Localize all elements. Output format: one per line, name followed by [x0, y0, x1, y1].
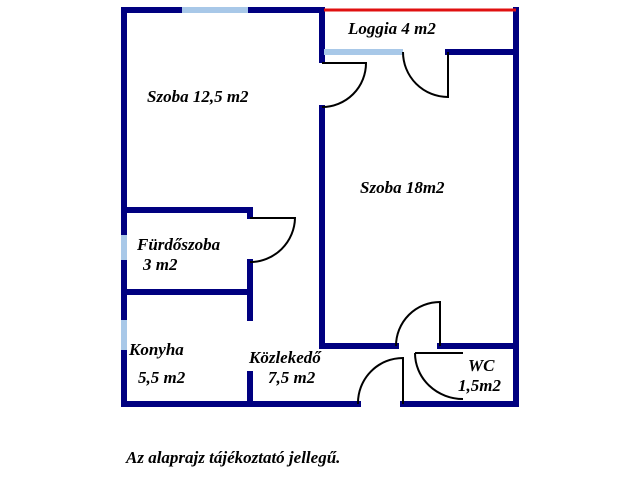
disclaimer-caption: Az alaprajz tájékoztató jellegű.: [125, 448, 340, 467]
room-area-kitchen: 5,5 m2: [138, 368, 186, 387]
room-label-szoba-large: Szoba 18m2: [360, 178, 445, 197]
room-area-hallway: 7,5 m2: [268, 368, 316, 387]
room-label-bathroom: Fürdőszoba: [136, 235, 221, 254]
walls: [121, 7, 519, 407]
room-label-wc: WC: [468, 356, 495, 375]
room-area-wc: 1,5m2: [458, 376, 501, 395]
room-label-szoba-small: Szoba 12,5 m2: [147, 87, 249, 106]
room-label-loggia: Loggia 4 m2: [347, 19, 436, 38]
windows: [121, 7, 403, 350]
room-area-bathroom: 3 m2: [142, 255, 178, 274]
doors: [249, 51, 464, 405]
room-label-kitchen: Konyha: [128, 340, 184, 359]
room-label-hallway: Közlekedő: [248, 348, 322, 367]
